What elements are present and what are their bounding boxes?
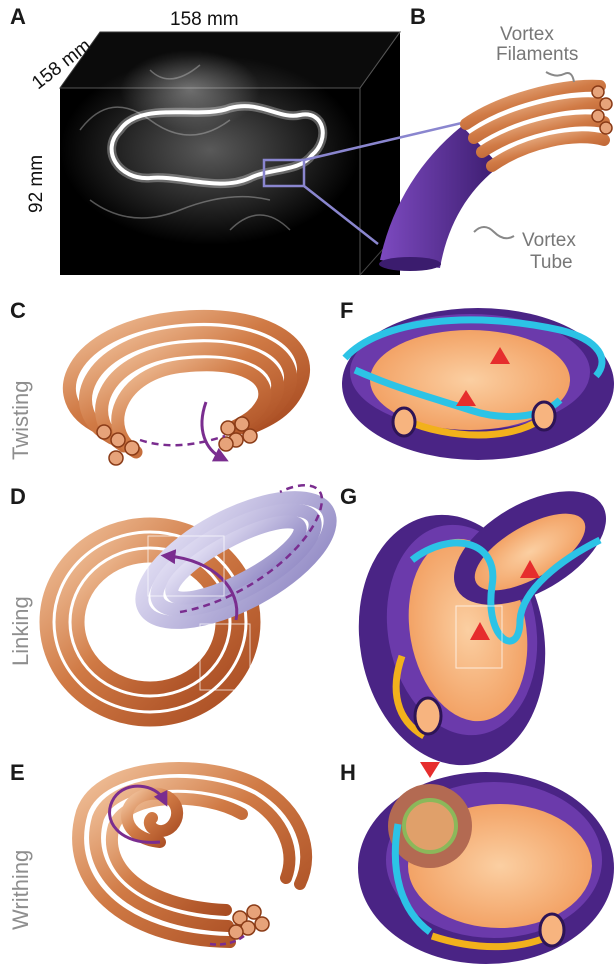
side-label-twisting: Twisting [8, 381, 33, 460]
writhing-end-caps [229, 905, 269, 939]
callout-filaments-2: Filaments [496, 44, 578, 65]
side-label-writhing: Writhing [8, 850, 33, 930]
panel-d: D Linking [8, 472, 348, 720]
panel-label-h: H [340, 760, 356, 785]
panel-h: H [340, 760, 614, 964]
red-arrow-h [420, 762, 440, 778]
panel-label-f: F [340, 298, 353, 323]
side-label-linking: Linking [8, 596, 33, 666]
twist-rotation-arrow [202, 402, 222, 458]
panel-label-b: B [410, 4, 426, 29]
vortex-filament-bundle [466, 86, 604, 166]
panel-label-c: C [10, 298, 26, 323]
tube-cut-right [533, 402, 555, 430]
tube-cut-h [540, 914, 564, 946]
dimension-height: 92 mm [26, 155, 47, 213]
writhe-bulb-inner [404, 800, 456, 852]
panel-e: E Writhing [8, 760, 306, 945]
panel-label-g: G [340, 484, 357, 509]
panel-f: F [340, 298, 614, 460]
tube-end-cap [379, 257, 441, 271]
panel-c: C Twisting [8, 298, 303, 465]
writhed-coil [78, 768, 306, 942]
tube-cut-g [415, 698, 441, 734]
panel-b: B Vortex Filaments Vortex Tube [379, 4, 612, 273]
callout-tube-1: Vortex [522, 230, 576, 251]
panel-label-e: E [10, 760, 25, 785]
tube-pointer [474, 227, 514, 238]
filaments-pointer [546, 72, 574, 82]
tube-cut-left [393, 408, 415, 436]
dimension-width: 158 mm [170, 9, 239, 30]
panel-g: G [340, 468, 614, 780]
panel-label-d: D [10, 484, 26, 509]
panel-label-a: A [10, 4, 26, 29]
twist-connector-dashed [140, 436, 225, 445]
callout-tube-2: Tube [530, 252, 573, 273]
callout-filaments-1: Vortex [500, 24, 554, 45]
